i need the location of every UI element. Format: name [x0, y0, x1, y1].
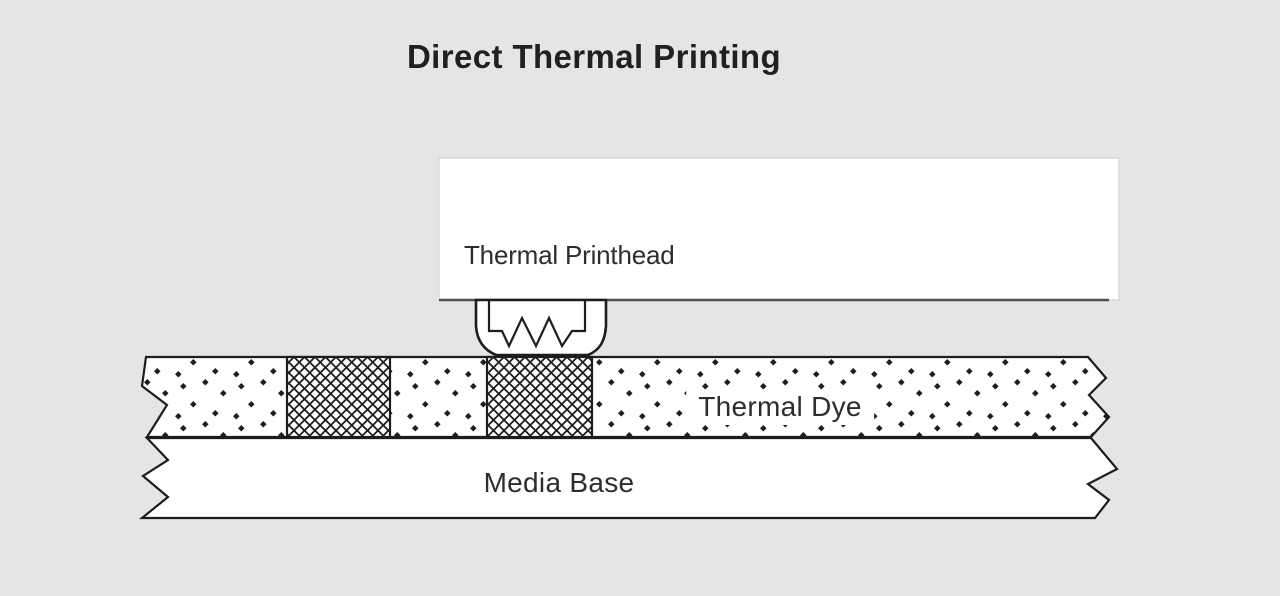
printed-dot-region-under-head — [485, 355, 594, 439]
diagram-title: Direct Thermal Printing — [406, 38, 782, 75]
heating-element — [474, 298, 608, 357]
dye-layer-label: Thermal Dye — [686, 390, 874, 425]
resistor-zigzag-icon — [487, 301, 587, 349]
printed-dot-region-left — [285, 355, 392, 439]
media-base-label: Media Base — [483, 467, 635, 498]
media-base-layer — [138, 436, 1119, 520]
thermal-printhead-box — [438, 157, 1120, 301]
printhead-label: Thermal Printhead — [464, 240, 675, 270]
